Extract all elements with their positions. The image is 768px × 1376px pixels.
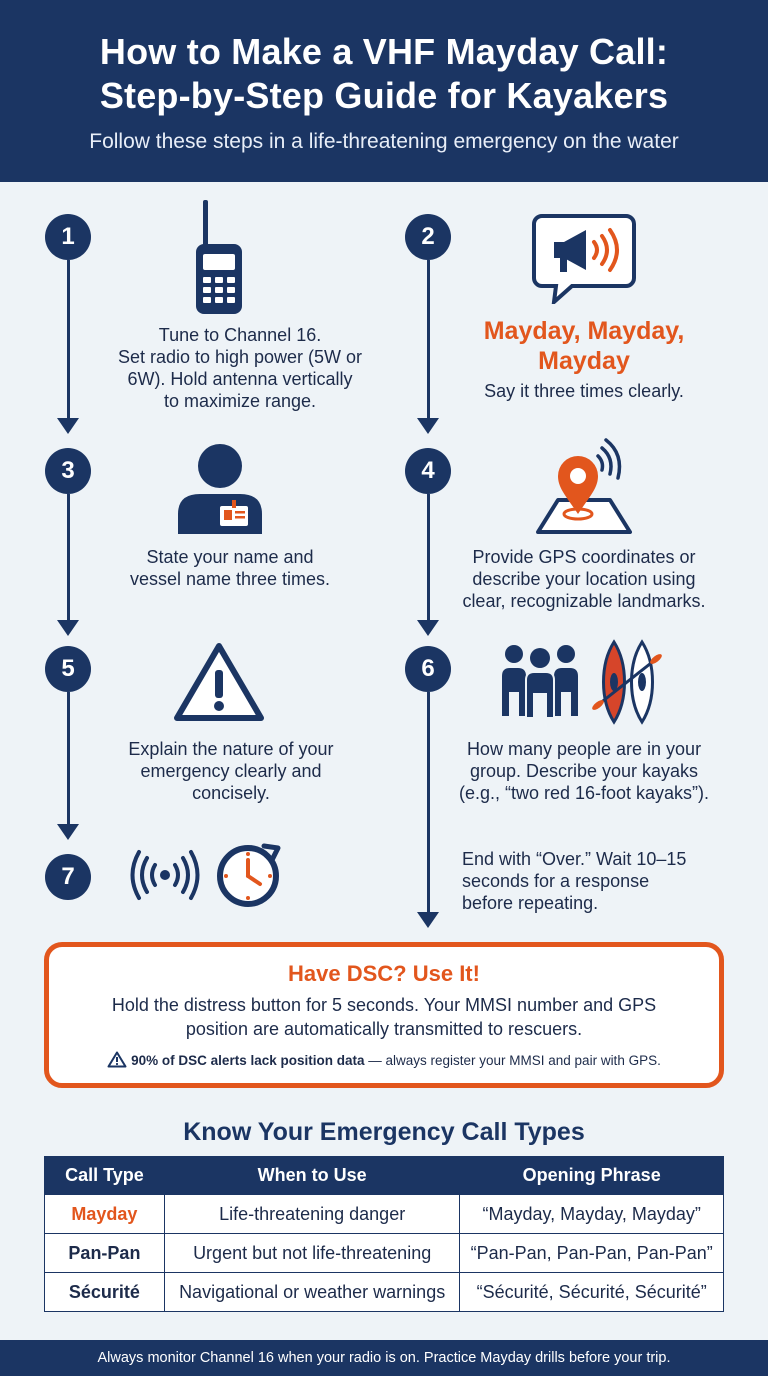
- arrowhead: [57, 824, 79, 840]
- when-to-use-cell: Navigational or weather warnings: [163, 1272, 461, 1312]
- right-timeline-line: [427, 494, 430, 622]
- arrowhead: [57, 620, 79, 636]
- call-types-table: Call Type When to Use Opening Phrase May…: [44, 1156, 724, 1312]
- step-number-4: 4: [405, 448, 451, 494]
- step-number-7: 7: [45, 854, 91, 900]
- warning-triangle-icon: [174, 643, 264, 721]
- when-to-use-cell: Urgent but not life-threatening: [163, 1233, 461, 1273]
- page-title-line-1: How to Make a VHF Mayday Call:: [99, 31, 669, 72]
- step-7-description: End with “Over.” Wait 10–15 seconds for …: [462, 849, 687, 913]
- warning-small-icon: [107, 1051, 127, 1068]
- step-6-description: How many people are in your group. Descr…: [458, 739, 710, 803]
- radio-signal-icon: [130, 850, 200, 900]
- person-id-badge-icon: [178, 444, 262, 534]
- opening-phrase-cell: “Pan-Pan, Pan-Pan, Pan-Pan”: [459, 1233, 724, 1273]
- right-timeline-line: [427, 260, 430, 420]
- header-opening-phrase: Opening Phrase: [459, 1156, 724, 1195]
- step-1-description: Tune to Channel 16. Set radio to high po…: [117, 325, 363, 411]
- arrowhead: [417, 912, 439, 928]
- step-number-5: 5: [45, 646, 91, 692]
- step-number-1: 1: [45, 214, 91, 260]
- arrowhead: [57, 418, 79, 434]
- handheld-radio-icon: [196, 200, 242, 314]
- timer-clock-icon: [217, 843, 281, 907]
- footer-banner: Always monitor Channel 16 when your radi…: [0, 1340, 768, 1376]
- call-type-cell: Mayday: [44, 1194, 165, 1234]
- mayday-phrase: Mayday, Mayday, Mayday: [483, 317, 685, 375]
- dsc-warning-text: — always register your MMSI and pair wit…: [364, 1053, 661, 1068]
- table-header-row: Call Type When to Use Opening Phrase: [44, 1156, 724, 1195]
- when-to-use-cell: Life-threatening danger: [163, 1194, 461, 1234]
- table-row: Pan-Pan Urgent but not life-threatening …: [44, 1233, 724, 1273]
- left-timeline-line: [67, 494, 70, 622]
- page-title-line-2: Step-by-Step Guide for Kayakers: [99, 75, 669, 116]
- dsc-callout-box: Have DSC? Use It! Hold the distress butt…: [44, 942, 724, 1088]
- step-number-6: 6: [405, 646, 451, 692]
- left-timeline-line: [67, 692, 70, 826]
- arrowhead: [417, 620, 439, 636]
- call-type-cell: Sécurité: [44, 1272, 165, 1312]
- step-number-3: 3: [45, 448, 91, 494]
- right-timeline-line: [427, 692, 430, 914]
- step-2-description: Say it three times clearly.: [484, 381, 684, 401]
- megaphone-speech-bubble-icon: [532, 214, 636, 304]
- arrowhead: [417, 418, 439, 434]
- table-row: Mayday Life-threatening danger “Mayday, …: [44, 1194, 724, 1234]
- kayaks-icon: [592, 639, 662, 725]
- step-number-2: 2: [405, 214, 451, 260]
- opening-phrase-cell: “Sécurité, Sécurité, Sécurité”: [459, 1272, 724, 1312]
- step-5-description: Explain the nature of your emergency cle…: [128, 739, 334, 803]
- page-subtitle: Follow these steps in a life-threatening…: [89, 130, 679, 153]
- header-call-type: Call Type: [44, 1156, 165, 1195]
- header-banner: How to Make a VHF Mayday Call: Step-by-S…: [0, 0, 768, 182]
- dsc-title: Have DSC? Use It!: [288, 961, 480, 986]
- dsc-body: Hold the distress button for 5 seconds. …: [111, 995, 657, 1039]
- step-3-description: State your name and vessel name three ti…: [129, 547, 331, 589]
- step-4-description: Provide GPS coordinates or describe your…: [462, 547, 706, 611]
- call-type-cell: Pan-Pan: [44, 1233, 165, 1273]
- header-when-to-use: When to Use: [163, 1156, 461, 1195]
- call-types-title: Know Your Emergency Call Types: [183, 1118, 585, 1146]
- left-timeline-line: [67, 260, 70, 420]
- table-row: Sécurité Navigational or weather warning…: [44, 1272, 724, 1312]
- dsc-warning-bold: 90% of DSC alerts lack position data: [131, 1053, 365, 1068]
- opening-phrase-cell: “Mayday, Mayday, Mayday”: [459, 1194, 724, 1234]
- gps-location-pin-icon: [536, 438, 632, 534]
- group-people-icon: [502, 645, 578, 718]
- dsc-warning: 90% of DSC alerts lack position data — a…: [69, 1051, 699, 1070]
